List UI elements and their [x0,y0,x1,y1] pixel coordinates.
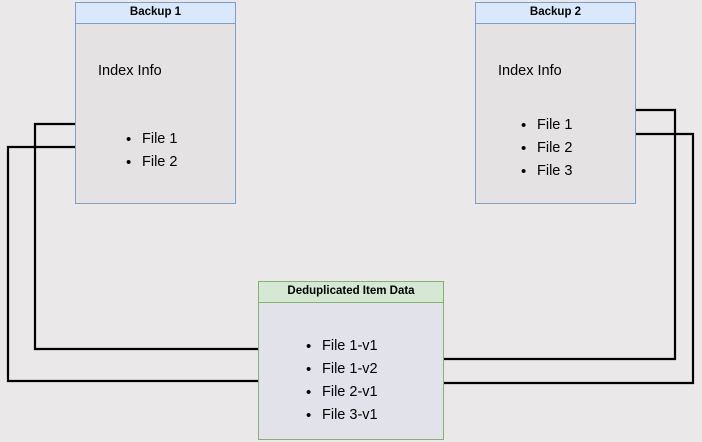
list-item[interactable]: File 3-v1 [306,404,378,427]
list-item[interactable]: File 2-v1 [306,381,378,404]
list-item[interactable]: File 3 [521,160,572,183]
deduplicated-item-data-box[interactable]: Deduplicated Item Data File 1-v1 File 1-… [258,281,444,440]
list-item[interactable]: File 1 [521,114,572,137]
list-item[interactable]: File 2 [126,151,177,174]
list-item[interactable]: File 1 [126,128,177,151]
backup-2-title: Backup 2 [476,3,635,24]
deduplicated-item-data-title: Deduplicated Item Data [259,282,443,303]
backup-1-file-list: File 1 File 2 [126,128,177,174]
backup-2-body: Index Info File 1 File 2 File 3 [476,24,635,203]
dedup-file-list: File 1-v1 File 1-v2 File 2-v1 File 3-v1 [306,335,378,427]
list-item[interactable]: File 2 [521,137,572,160]
backup-1-body: Index Info File 1 File 2 [76,24,235,203]
backup-1-index-label: Index Info [98,63,162,79]
backup-2-box[interactable]: Backup 2 Index Info File 1 File 2 File 3 [475,2,636,204]
list-item[interactable]: File 1-v2 [306,358,378,381]
backup-1-title: Backup 1 [76,3,235,24]
backup-1-box[interactable]: Backup 1 Index Info File 1 File 2 [75,2,236,204]
deduplicated-item-data-body: File 1-v1 File 1-v2 File 2-v1 File 3-v1 [259,303,443,439]
backup-2-file-list: File 1 File 2 File 3 [521,114,572,183]
list-item[interactable]: File 1-v1 [306,335,378,358]
backup-2-index-label: Index Info [498,63,562,79]
